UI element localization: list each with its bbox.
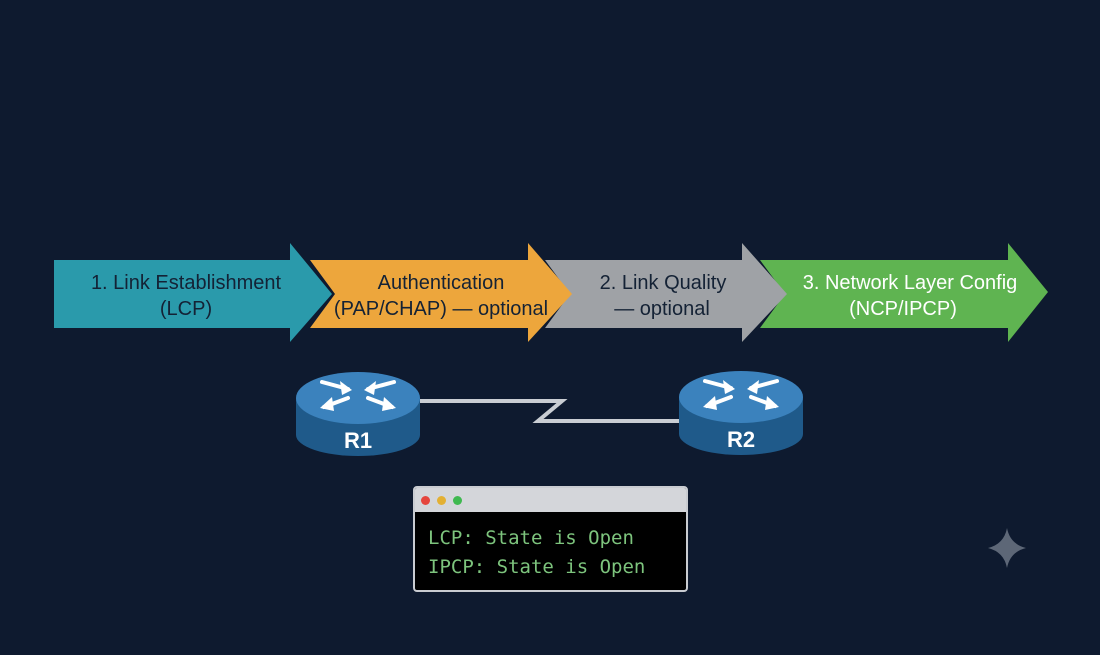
- phase-subtitle: (NCP/IPCP): [849, 298, 957, 320]
- maximize-window-dot-icon: [453, 496, 462, 505]
- phase-arrow-link-quality-shape: [545, 243, 787, 342]
- close-window-dot-icon: [421, 496, 430, 505]
- phase-subtitle: (PAP/CHAP) — optional: [334, 298, 548, 320]
- phase-subtitle: (LCP): [160, 298, 212, 320]
- phase-title: 2. Link Quality: [600, 272, 727, 294]
- router-r2-top: [679, 371, 803, 423]
- terminal-titlebar: [415, 488, 686, 512]
- router-label: R2: [727, 427, 755, 452]
- phase-arrow-authentication: Authentication (PAP/CHAP) — optional: [310, 243, 572, 342]
- router-r2: R2: [679, 371, 803, 455]
- phase-arrow-network-layer: 3. Network Layer Config (NCP/IPCP): [760, 243, 1048, 342]
- sparkle-icon: [988, 528, 1026, 568]
- terminal-line: IPCP: State is Open: [428, 556, 646, 578]
- terminal-output: LCP: State is Open IPCP: State is Open: [415, 512, 686, 582]
- terminal-window: LCP: State is Open IPCP: State is Open: [413, 486, 688, 592]
- phase-arrow-link-quality: 2. Link Quality — optional: [545, 243, 787, 342]
- phase-arrow-link-establishment: 1. Link Establishment (LCP): [54, 243, 332, 342]
- router-label: R1: [344, 428, 372, 453]
- phase-arrow-network-layer-shape: [760, 243, 1048, 342]
- router-icon: [320, 380, 396, 411]
- phase-arrow-link-establishment-shape: [54, 243, 332, 342]
- phase-subtitle: — optional: [614, 298, 710, 320]
- serial-link: [418, 399, 682, 423]
- terminal-line: LCP: State is Open: [428, 527, 634, 549]
- router-r1: R1: [296, 372, 420, 456]
- phase-title: Authentication: [378, 272, 505, 294]
- router-icon: [703, 379, 779, 410]
- phase-title: 1. Link Establishment: [91, 272, 282, 294]
- phase-arrow-authentication-shape: [310, 243, 572, 342]
- minimize-window-dot-icon: [437, 496, 446, 505]
- router-r1-top: [296, 372, 420, 424]
- phase-title: 3. Network Layer Config: [803, 272, 1018, 294]
